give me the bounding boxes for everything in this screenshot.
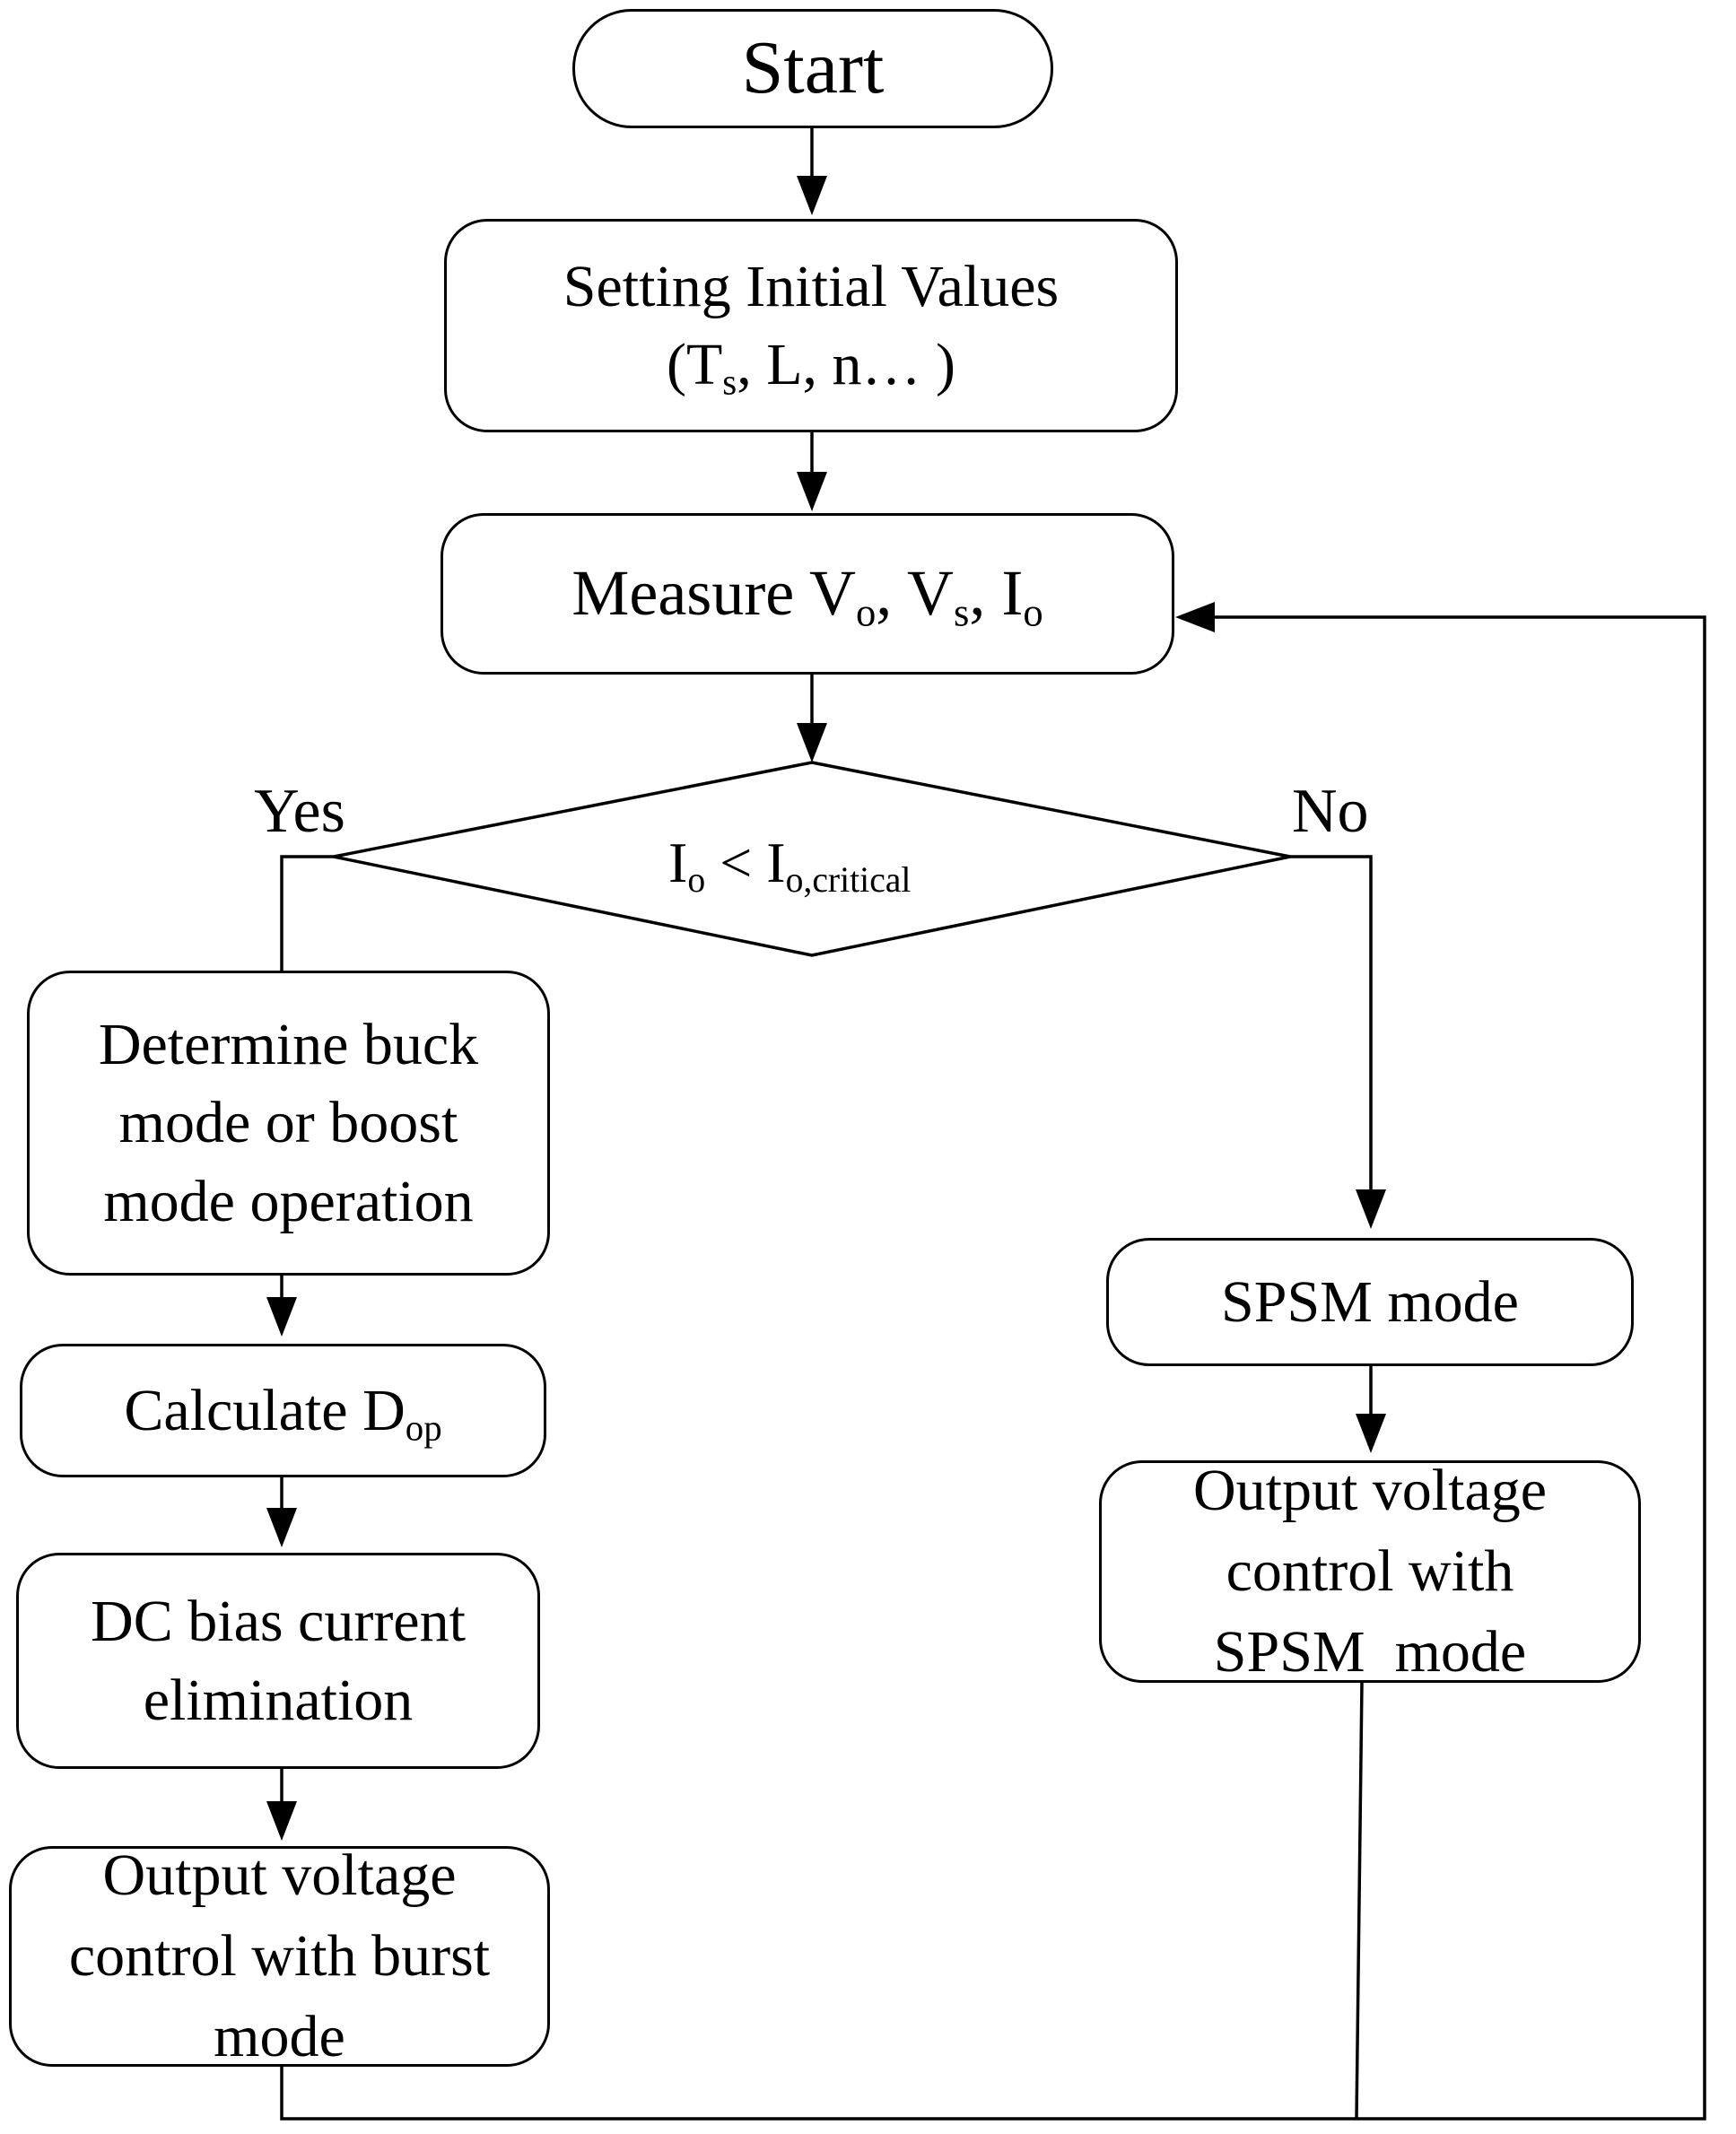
spsm-output-line1: Output voltage <box>1192 1458 1548 1524</box>
no-branch-line <box>1290 855 1373 1193</box>
calculate-text: Calculate Dop <box>124 1377 442 1449</box>
determine-line3: mode operation <box>103 1168 474 1234</box>
dcbias-line2: elimination <box>143 1667 414 1733</box>
spsm-output-line2: control with <box>1226 1538 1514 1605</box>
arrowhead-decision <box>797 723 827 762</box>
spsm-output-box: Output voltage control with SPSM mode <box>1099 1458 1641 1685</box>
spsm-return-line <box>1355 1682 1364 2120</box>
init-process-box: Setting Initial Values (Ts, L, n… ) <box>444 219 1178 432</box>
spsm-mode-box: SPSM mode <box>1106 1238 1634 1366</box>
burst-line2: control with burst <box>68 1923 491 1990</box>
no-label: No <box>1292 777 1369 846</box>
spsm-text: SPSM mode <box>1221 1268 1519 1335</box>
arrowhead-measure <box>797 472 827 511</box>
arrowhead-dcbias <box>266 1508 297 1547</box>
determine-mode-box: Determine buck mode or boost mode operat… <box>27 971 550 1276</box>
arrowhead-calculate <box>266 1297 297 1337</box>
yes-branch-line <box>280 855 334 971</box>
determine-line1: Determine buck <box>98 1012 479 1078</box>
arrowhead-spsm-output <box>1356 1414 1386 1453</box>
dcbias-line1: DC bias current <box>91 1589 466 1655</box>
arrowhead-feedback <box>1175 602 1215 632</box>
arrowhead-init <box>797 176 827 215</box>
measure-process-box: Measure Vo, Vs, Io <box>441 513 1174 675</box>
yes-label: Yes <box>254 777 345 846</box>
start-terminal: Start <box>572 9 1053 128</box>
calculate-box: Calculate Dop <box>20 1344 546 1477</box>
burst-output-box: Output voltage control with burst mode <box>9 1842 550 2069</box>
start-label: Start <box>741 26 885 110</box>
arrowhead-spsm <box>1356 1189 1386 1229</box>
dcbias-box: DC bias current elimination <box>16 1553 540 1769</box>
decision-condition: Io < Io,critical <box>668 831 912 901</box>
init-line2: (Ts, L, n… ) <box>666 332 955 403</box>
feedback-loop-line <box>280 615 1706 2121</box>
burst-line1: Output voltage <box>102 1842 457 1909</box>
init-line1: Setting Initial Values <box>563 253 1060 319</box>
arrowhead-burst <box>266 1801 297 1841</box>
measure-text: Measure Vo, Vs, Io <box>571 557 1043 635</box>
burst-line3: mode <box>214 2003 345 2069</box>
determine-line2: mode or boost <box>118 1090 458 1156</box>
decision-diamond <box>333 761 1291 957</box>
spsm-output-line3: SPSM mode <box>1213 1618 1527 1685</box>
